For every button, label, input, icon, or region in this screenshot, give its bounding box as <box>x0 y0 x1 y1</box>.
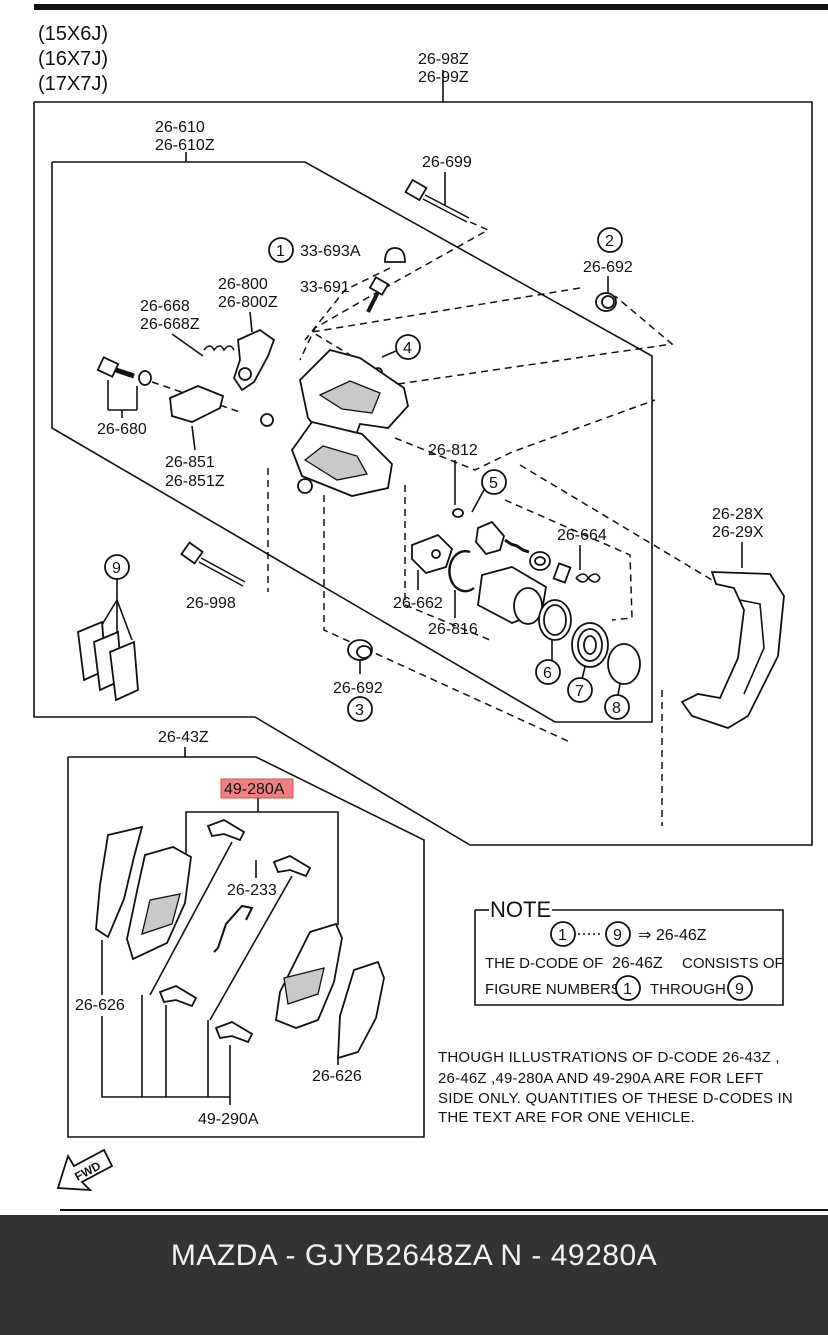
note-range-to: 9 <box>613 927 622 944</box>
pad-clip-lower <box>158 985 254 1044</box>
svg-text:1: 1 <box>276 243 285 260</box>
label-26-998: 26-998 <box>186 595 236 612</box>
guide-boot-top <box>595 292 617 312</box>
svg-text:1: 1 <box>623 981 632 998</box>
part-number-caption: MAZDA - GJYB2648ZA N - 49280A <box>170 1239 658 1272</box>
callout-circle-1 <box>268 237 294 263</box>
guide-boot-bottom <box>347 639 373 661</box>
piston <box>477 566 547 625</box>
guide-bolt <box>404 178 470 223</box>
svg-text:3: 3 <box>355 702 364 719</box>
label-26-668: 26-668 <box>140 298 190 315</box>
label-26-800: 26-800 <box>218 276 268 293</box>
shim-right-outer <box>337 960 385 1060</box>
dust-cover <box>169 385 225 423</box>
callout-circle-6 <box>535 659 561 685</box>
size-label-2: (16X7J) <box>38 48 108 70</box>
footer-bar: MAZDA - GJYB2648ZA N - 49280A <box>0 1215 828 1335</box>
top-border <box>34 4 828 10</box>
label-26-626-left: 26-626 <box>75 997 125 1014</box>
label-49-290a: 49-290A <box>198 1111 259 1128</box>
label-26-668z: 26-668Z <box>140 316 200 333</box>
label-26-851z: 26-851Z <box>165 473 225 490</box>
label-26-610: 26-610 <box>155 119 205 136</box>
caliper-housing <box>260 348 409 497</box>
mounting-bolt <box>96 356 152 386</box>
callout-circle-2 <box>597 227 623 253</box>
label-26-29x: 26-29X <box>712 524 764 541</box>
bleeder-cap <box>384 247 406 263</box>
disclaimer-line-3: SIDE ONLY. QUANTITIES OF THESE D-CODES I… <box>438 1090 793 1107</box>
highlight-49-280a <box>220 778 294 799</box>
label-26-680: 26-680 <box>97 421 147 438</box>
label-26-610z: 26-610Z <box>155 137 215 154</box>
callout-circle-8 <box>604 694 630 720</box>
note-line3-a: FIGURE NUMBERS <box>485 981 621 998</box>
svg-text:7: 7 <box>575 683 584 700</box>
label-49-280a: 49-280A <box>224 781 285 798</box>
caliper-assembly-frame <box>33 101 813 846</box>
disclaimer: THOUGH ILLUSTRATIONS OF D-CODE 26-43Z , … <box>438 1049 793 1126</box>
label-26-692-bottom: 26-692 <box>333 680 383 697</box>
label-26-692-top: 26-692 <box>583 259 633 276</box>
label-26-98z: 26-98Z <box>418 51 469 68</box>
note-title: NOTE <box>490 897 551 922</box>
note-range-from: 1 <box>558 927 567 944</box>
shim-left-outer <box>95 825 144 939</box>
svg-text:6: 6 <box>543 665 552 682</box>
snap-ring <box>448 549 475 593</box>
piston-seal-pin <box>452 508 464 518</box>
callout-circle-5 <box>481 469 507 495</box>
note-line2-b: 26-46Z <box>612 955 663 972</box>
label-26-233: 26-233 <box>227 882 277 899</box>
svg-text:9: 9 <box>112 560 121 577</box>
caliper-body-frame <box>51 161 653 723</box>
svg-text:9: 9 <box>735 981 744 998</box>
return-spring <box>203 345 235 352</box>
label-26-99z: 26-99Z <box>418 69 469 86</box>
disclaimer-line-4: THE TEXT ARE FOR ONE VEHICLE. <box>438 1109 695 1126</box>
fwd-arrow-icon: FWD <box>56 1148 114 1192</box>
label-26-28x: 26-28X <box>712 506 764 523</box>
bleeder-screw <box>366 276 390 313</box>
label-26-626-right: 26-626 <box>312 1068 362 1085</box>
size-label-3: (17X7J) <box>38 73 108 95</box>
label-26-851: 26-851 <box>165 454 215 471</box>
svg-text:5: 5 <box>489 475 498 492</box>
anti-rattle-spring <box>213 904 254 953</box>
guide-pin-bolt <box>180 541 246 587</box>
disclaimer-line-2: 26-46Z ,49-280A AND 49-290A ARE FOR LEFT <box>438 1070 764 1087</box>
pad-clip-upper <box>206 819 312 878</box>
note-line3-b: THROUGH <box>650 981 726 998</box>
pad-kit-frame <box>67 756 425 1138</box>
label-26-812: 26-812 <box>428 442 478 459</box>
brake-caliper-parts-diagram: (15X6J) (16X7J) (17X7J) 26-98Z 26-99Z 26… <box>33 4 828 1211</box>
note-line2-c: CONSISTS OF <box>682 955 784 972</box>
svg-text:2: 2 <box>605 233 614 250</box>
caliper-mounting-bracket <box>680 571 785 729</box>
note-range-code: ⇒ 26-46Z <box>638 927 707 944</box>
label-26-664: 26-664 <box>557 527 607 544</box>
parking-lever <box>233 328 276 392</box>
adjuster-spindle <box>475 520 572 584</box>
note-line2-a: THE D-CODE OF <box>485 955 603 972</box>
label-26-800z: 26-800Z <box>218 294 278 311</box>
note-box: NOTE 1 9 ⇒ 26-46Z THE D-CODE OF 26-46Z C… <box>474 897 784 1006</box>
label-26-816: 26-816 <box>428 621 478 638</box>
label-33-691: 33-691 <box>300 279 350 296</box>
label-26-699: 26-699 <box>422 154 472 171</box>
svg-text:4: 4 <box>403 340 412 357</box>
disclaimer-line-1: THOUGH ILLUSTRATIONS OF D-CODE 26-43Z , <box>438 1049 780 1066</box>
shim-kit <box>77 620 139 702</box>
svg-text:8: 8 <box>612 700 621 717</box>
adjuster-spring <box>575 573 601 583</box>
label-26-43z: 26-43Z <box>158 729 209 746</box>
label-26-662: 26-662 <box>393 595 443 612</box>
callout-circle-3 <box>347 696 373 722</box>
callout-circle-7 <box>567 677 593 703</box>
callout-circle-4 <box>395 334 421 360</box>
o-ring <box>607 643 641 685</box>
size-label-1: (15X6J) <box>38 23 108 45</box>
label-33-693a: 33-693A <box>300 243 361 260</box>
